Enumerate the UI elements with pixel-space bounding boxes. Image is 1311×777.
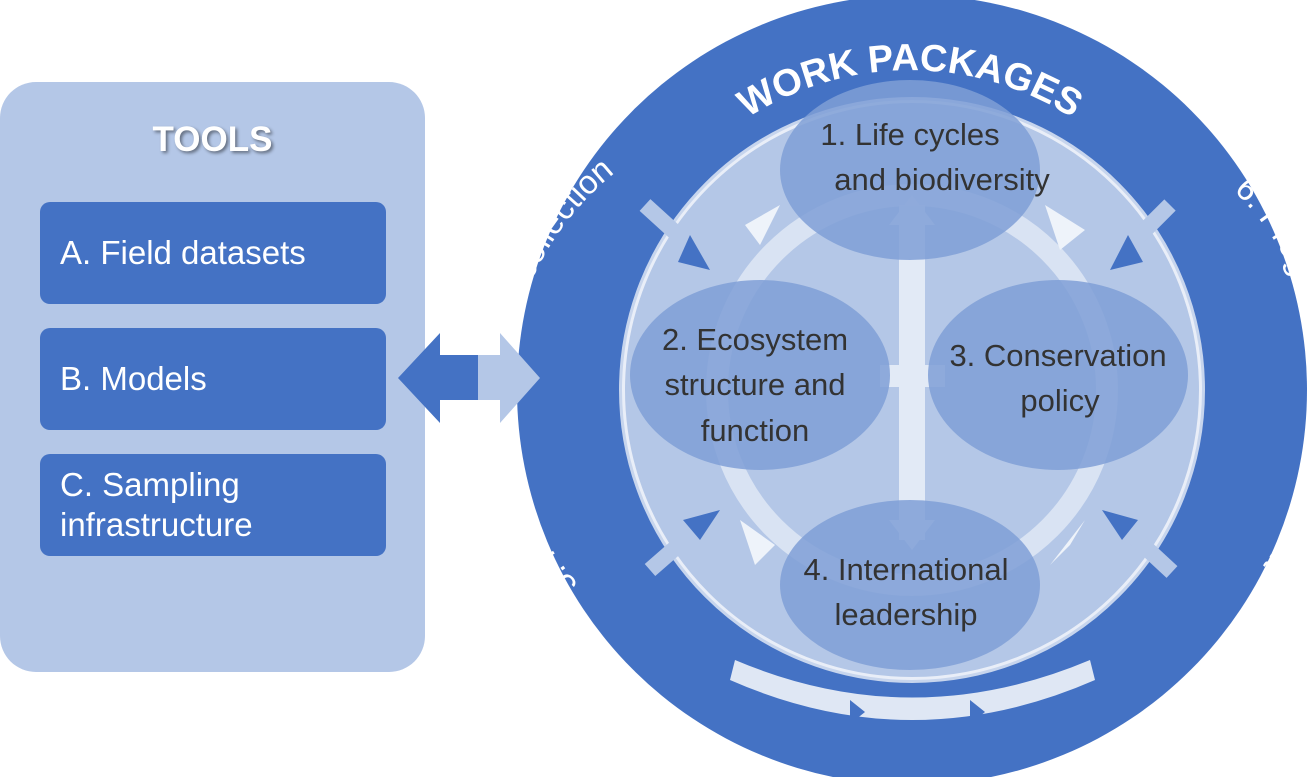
wp3-ellipse (928, 280, 1188, 470)
wp4-label-line2: leadership (834, 597, 977, 632)
wp3-label-line1: 3. Conservation (949, 338, 1166, 373)
tools-connector-arrow (398, 333, 540, 423)
tool-sampling-infrastructure: C. Sampling infrastructure (40, 454, 386, 556)
tools-panel: TOOLS A. Field datasets B. Models C. Sam… (0, 82, 425, 672)
link-bottom-left-head (683, 510, 720, 540)
link-top-left-head (678, 235, 710, 270)
cycle-arrowhead-top-right (1045, 205, 1085, 250)
tool-field-datasets-label: A. Field datasets (60, 234, 306, 271)
bottom-ring-band (730, 660, 1095, 720)
cycle-arrowhead-bottom-right (1050, 520, 1085, 565)
wp1-ellipse (780, 80, 1040, 260)
wp1-label-line1: 1. Life cycles (820, 117, 999, 152)
bottom-band-separator-right (970, 700, 985, 724)
wp4-label-line1: 4. International (803, 552, 1008, 587)
wp2-label-line3: function (701, 413, 810, 448)
cycle-arrowhead-top-left (745, 205, 780, 245)
wp2-label-line1: 2. Ecosystem (662, 322, 848, 357)
wp1-label-line2: and biodiversity (834, 162, 1050, 197)
bottom-band-separator-left (850, 700, 865, 724)
wp4-ellipse (780, 500, 1040, 670)
link-bottom-right-head (1102, 510, 1138, 540)
wp3-label-line2: policy (1020, 383, 1100, 418)
wp2-ellipse (630, 280, 890, 470)
tool-models: B. Models (40, 328, 386, 430)
tool-models-label: B. Models (60, 360, 207, 397)
cycle-arrowhead-bottom-left (740, 520, 775, 565)
connector-left-half (398, 333, 478, 423)
bottom-band-separators (850, 700, 985, 724)
connector-right-half (478, 333, 540, 423)
cycle-arrowheads (740, 205, 1085, 565)
tool-field-datasets: A. Field datasets (40, 202, 386, 304)
tools-title: TOOLS (152, 120, 273, 159)
link-top-right-head (1110, 235, 1143, 270)
diagonal-link-arrows (639, 199, 1178, 578)
tool-sampling-infrastructure-label: C. Sampling infrastructure (60, 466, 253, 543)
wp2-label-line2: structure and (665, 367, 846, 402)
